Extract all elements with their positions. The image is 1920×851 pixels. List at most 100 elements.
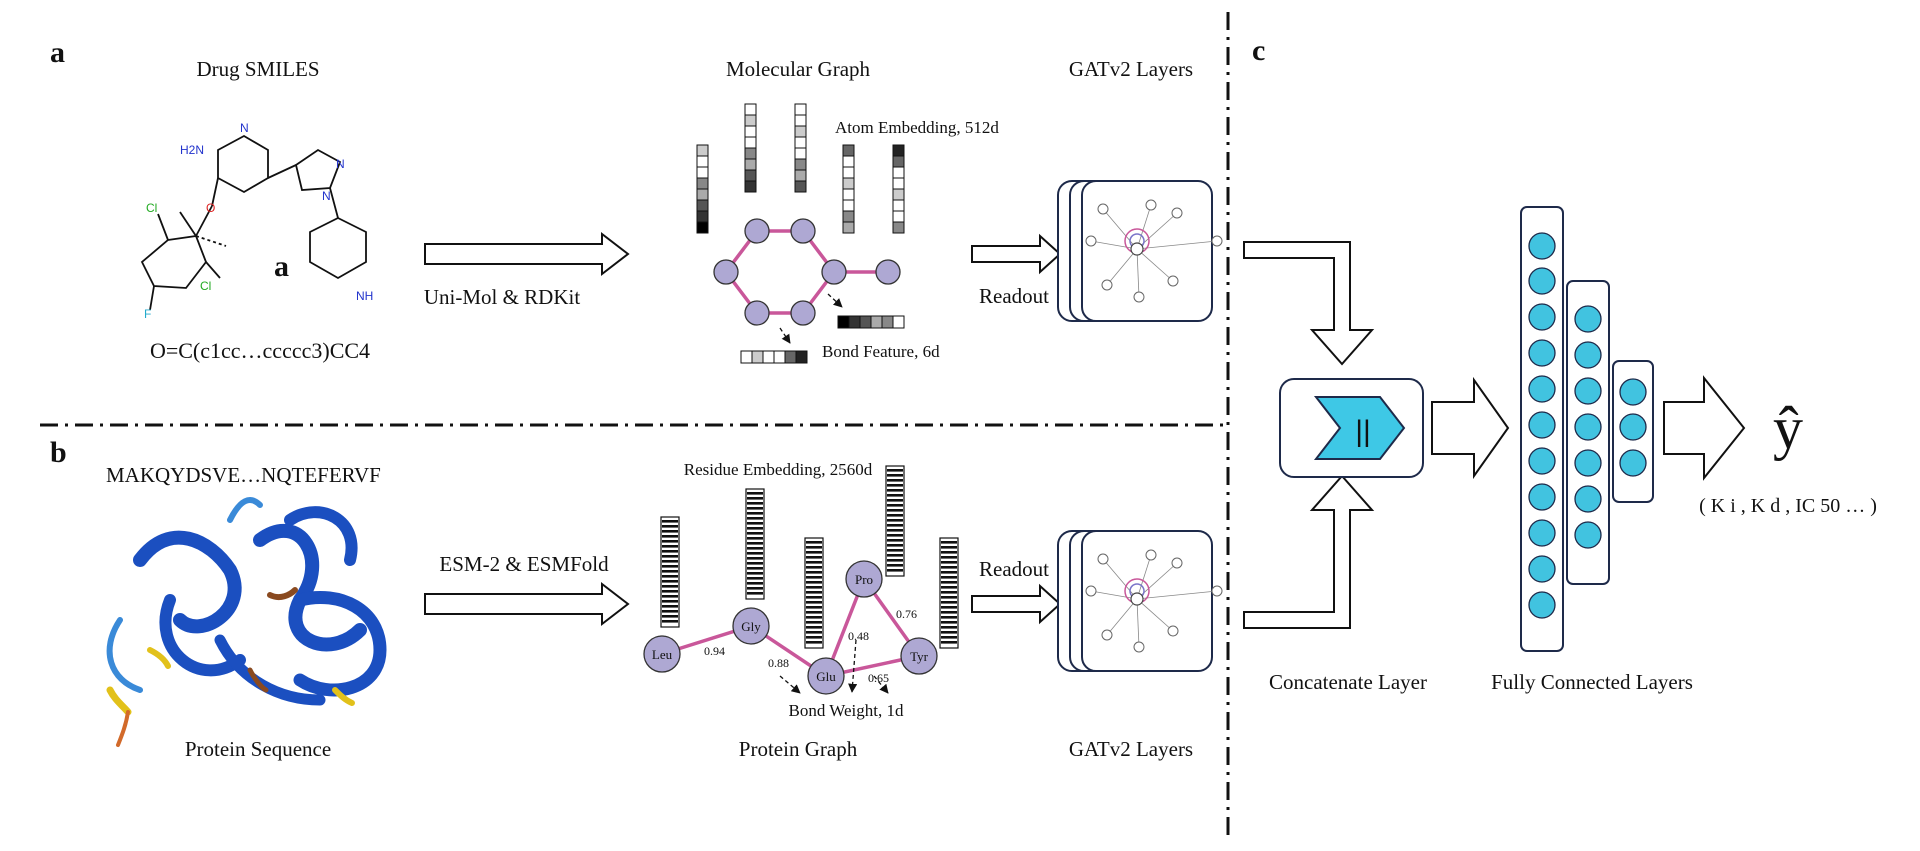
molecule-label: a [274, 250, 289, 283]
neuron [1528, 411, 1556, 439]
gat-mini-node [1130, 242, 1144, 256]
embedding-stripe [747, 552, 763, 555]
embedding-cell [842, 221, 855, 234]
embedding-cell [859, 315, 872, 329]
atom-label: N [322, 189, 331, 203]
embedding-stripe [662, 580, 678, 583]
embedding-stripe [941, 576, 957, 579]
atom-label: Cl [200, 279, 211, 293]
embedding-stripe [662, 525, 678, 528]
residue-embedding-bars [660, 465, 959, 649]
embedding-cell [794, 147, 807, 160]
embedding-stripe [662, 610, 678, 613]
gat-mini-edge [1106, 598, 1138, 636]
embedding-stripe [887, 509, 903, 512]
gat-mini-node [1167, 275, 1179, 287]
bond-weight-pointer [779, 675, 801, 694]
embedding-cell [848, 315, 861, 329]
neuron [1528, 555, 1556, 583]
embedding-cell [794, 158, 807, 171]
atom-label: NH [356, 289, 373, 303]
gat-mini-node [1085, 235, 1097, 247]
embedding-stripe [941, 556, 957, 559]
embedding-stripe [941, 611, 957, 614]
gat-mini-node [1171, 557, 1183, 569]
protein-graph-title: Protein Graph [739, 737, 858, 761]
embedding-cell [892, 188, 905, 201]
residue-node-label: Gly [741, 619, 761, 634]
atom-label: N [240, 121, 249, 135]
edge-weight: 0.88 [768, 656, 789, 670]
embedding-cell [892, 155, 905, 168]
gat-stack-bottom [1057, 530, 1223, 672]
gat-mini-node [1133, 641, 1145, 653]
embedding-cell [794, 103, 807, 116]
embedding-stripe [887, 519, 903, 522]
fc-neurons [1528, 232, 1647, 619]
embedding-cell [784, 350, 797, 364]
edge-weight: 0.76 [896, 607, 917, 621]
gat-mini-node [1133, 291, 1145, 303]
atom-embedding-label: Atom Embedding, 512d [835, 118, 999, 137]
gat-stack-top [1057, 180, 1223, 322]
protein-sequence-string: MAKQYDSVE…NQTEFERVF [106, 463, 381, 487]
embedding-stripe [941, 621, 957, 624]
gat-mini-node [1167, 625, 1179, 637]
molecule-structure [140, 134, 367, 311]
embedding-stripe [662, 565, 678, 568]
embedding-stripe [662, 550, 678, 553]
embedding-stripe [941, 601, 957, 604]
embedding-stripe [941, 641, 957, 644]
gat-mini-node [1097, 553, 1109, 565]
molecular-graph-edges [723, 229, 888, 315]
neuron [1528, 483, 1556, 511]
embedding-stripe [887, 484, 903, 487]
embedding-cell [696, 144, 709, 157]
residue-node [845, 560, 883, 598]
embedding-stripe [806, 571, 822, 574]
embedding-stripe [941, 581, 957, 584]
bond-weight-pointer [873, 675, 889, 694]
embedding-cell [842, 210, 855, 223]
embedding-stripe [887, 544, 903, 547]
output-targets: ( K i , K d , IC 50 … ) [1699, 495, 1877, 517]
arrow-into-concat-top [1243, 241, 1375, 366]
neuron [1528, 303, 1556, 331]
atom-node [744, 300, 770, 326]
residue-node-label: Pro [855, 572, 873, 587]
concat-symbol: || [1355, 415, 1371, 448]
embedding-stripe [806, 546, 822, 549]
gat-mini-edge [1090, 590, 1138, 600]
embedding-stripe [887, 534, 903, 537]
gat-mini-edge [1136, 598, 1140, 648]
embedding-cell [870, 315, 883, 329]
embedding-cell [892, 144, 905, 157]
molecular-graph-nodes [713, 218, 901, 326]
gat-mini-edge [1106, 248, 1138, 286]
neuron [1574, 305, 1602, 333]
gat-mini-edge [1136, 598, 1174, 632]
embedding-stripe [806, 556, 822, 559]
gat-mini-node [1097, 203, 1109, 215]
embedding-cell [696, 177, 709, 190]
arrow-readout-top [971, 233, 1062, 275]
arrow-readout-bottom [971, 583, 1062, 625]
embedding-stripe [941, 551, 957, 554]
embedding-stripe [887, 549, 903, 552]
embedding-stripe [747, 587, 763, 590]
embedding-stripe [941, 541, 957, 544]
bond-feature-pointer [827, 293, 843, 308]
drug-smiles-title: Drug SMILES [196, 57, 319, 81]
embedding-cell [842, 177, 855, 190]
embedding-stripe [747, 547, 763, 550]
drug-smiles-string: O=C(c1cc…ccccc3)CC4 [150, 338, 370, 363]
embedding-stripe [747, 542, 763, 545]
neuron [1574, 521, 1602, 549]
embedding-cell [762, 350, 775, 364]
protein-sequence-title: Protein Sequence [185, 737, 331, 761]
residue-node-label: Tyr [910, 649, 929, 664]
arrow-into-concat-bottom [1243, 474, 1375, 629]
embedding-stripe [806, 611, 822, 614]
embedding-stripe [806, 641, 822, 644]
